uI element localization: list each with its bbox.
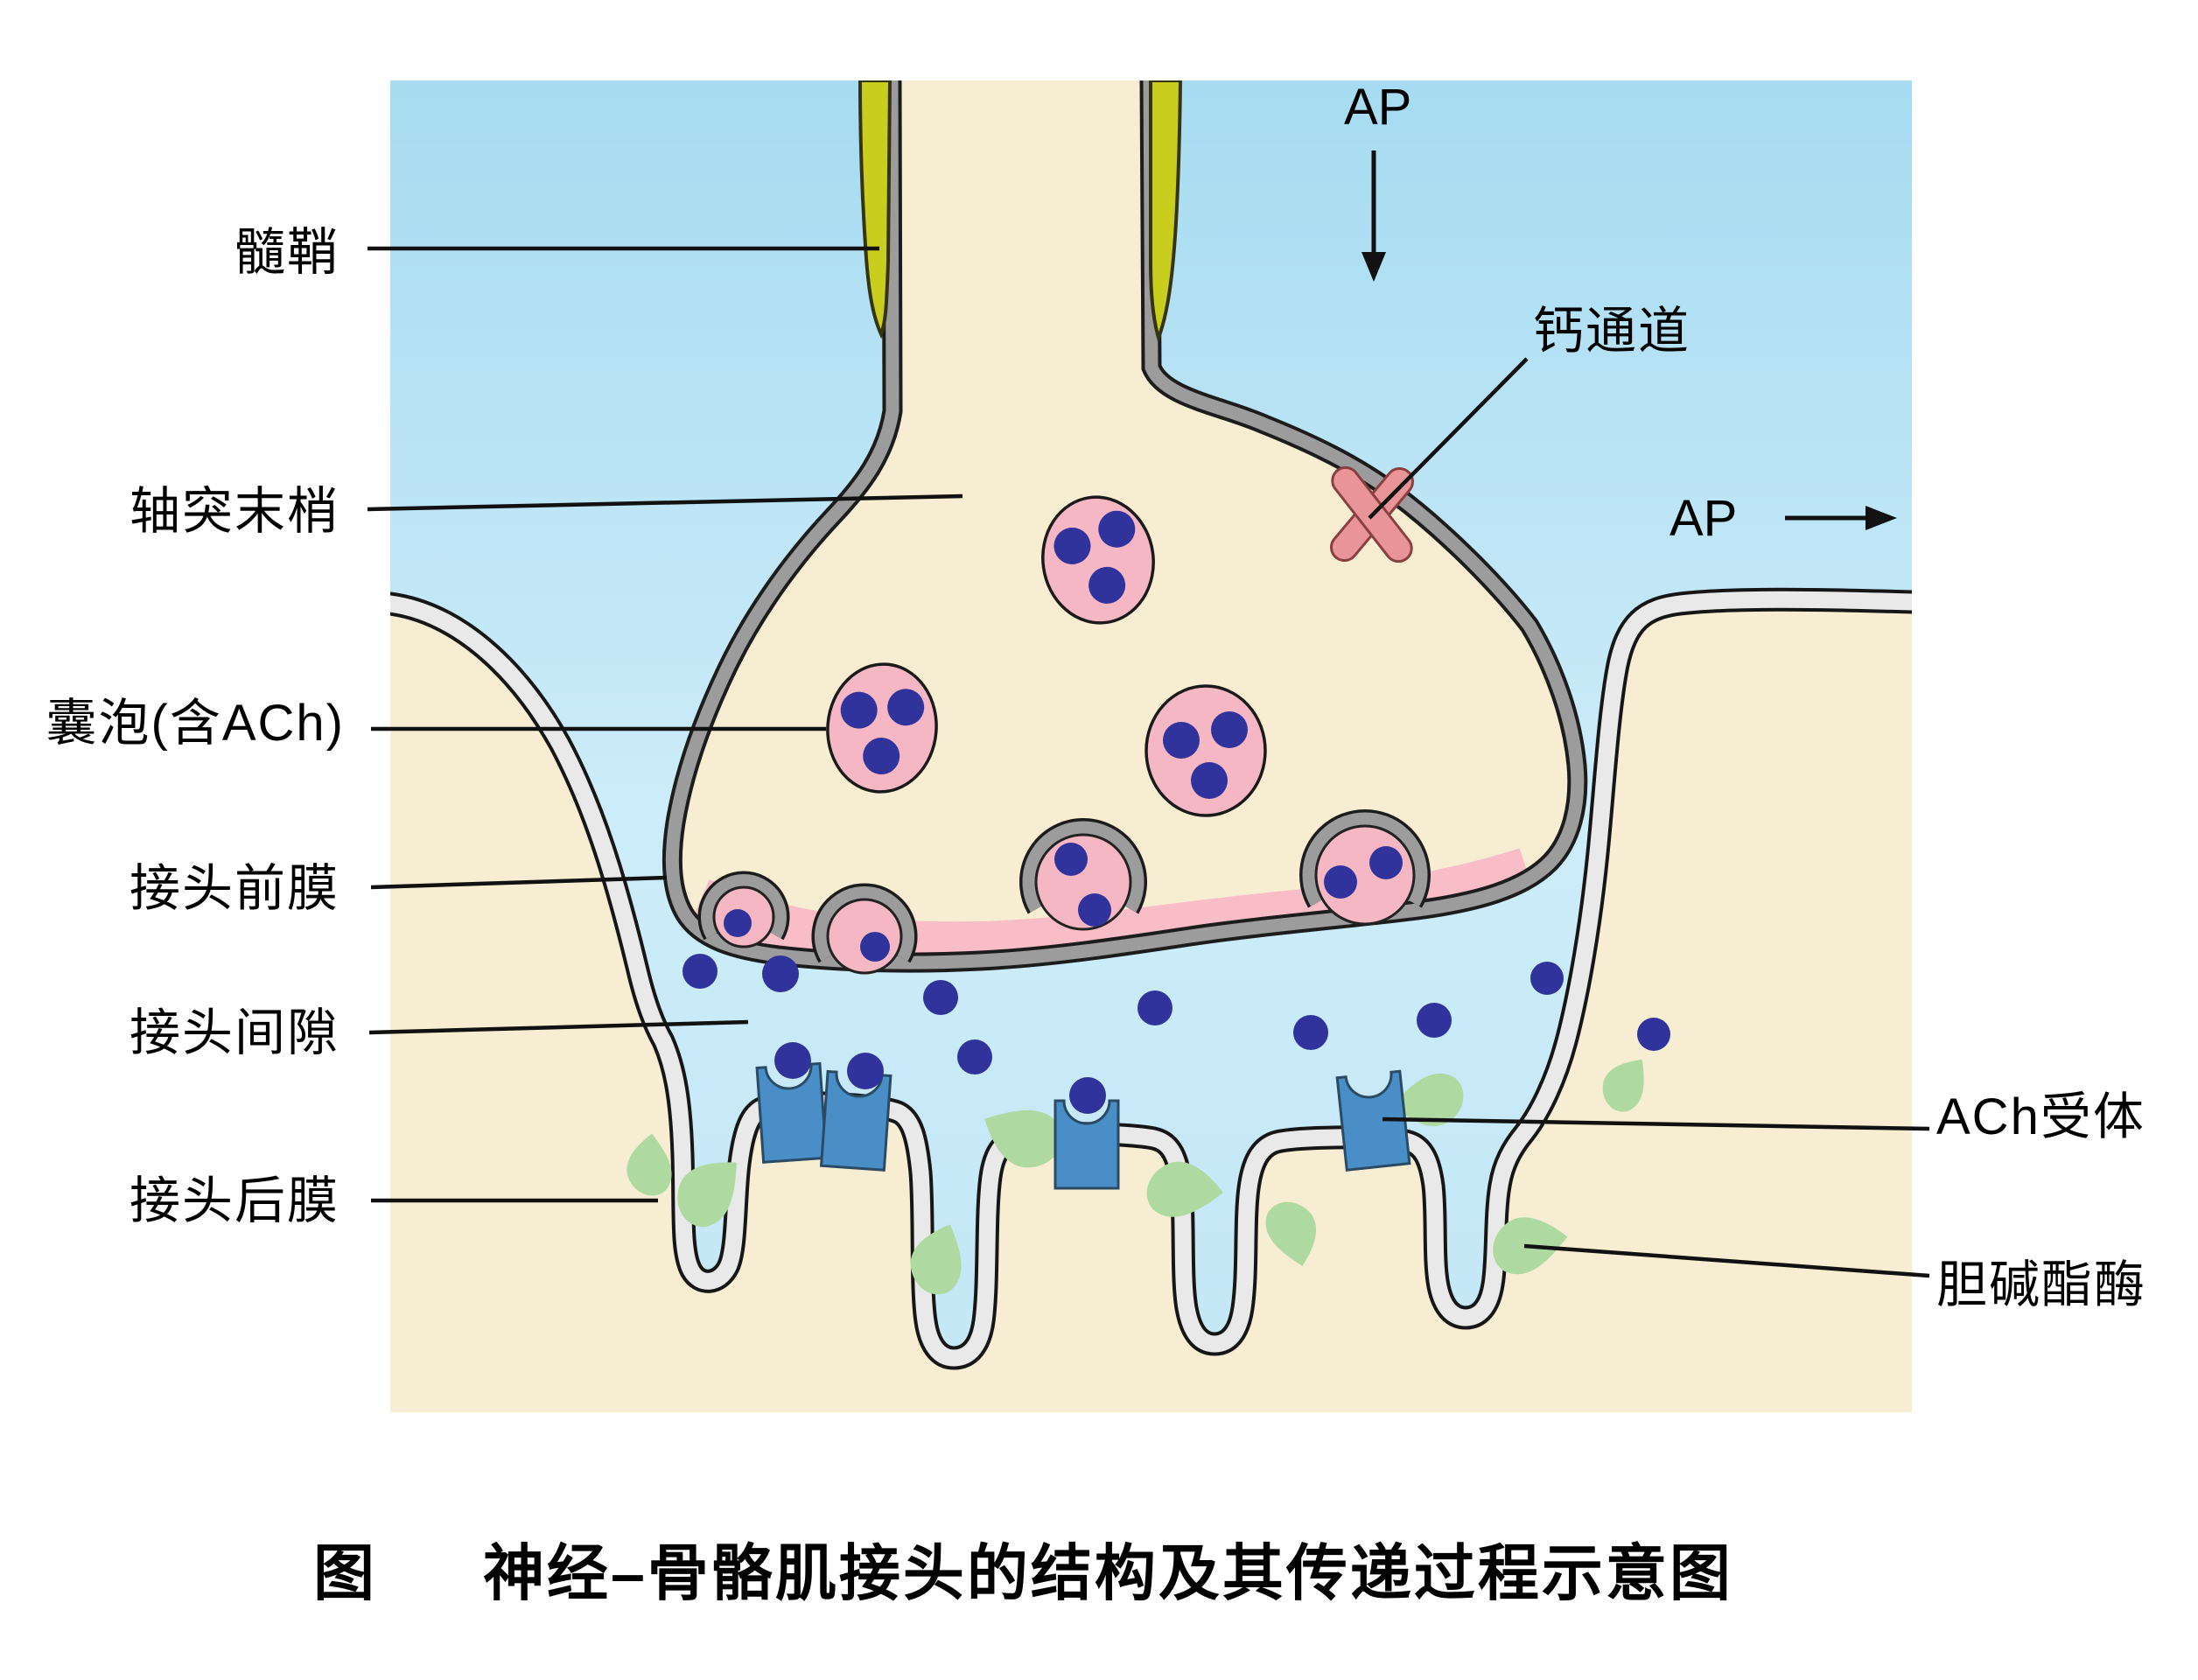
ach-dot xyxy=(923,980,958,1015)
myelin-sheath-left xyxy=(858,80,892,340)
docked-vesicles xyxy=(697,809,1431,975)
figure-caption: 图 神经–骨骼肌接头的结构及其传递过程示意图 xyxy=(313,1539,1733,1607)
ach-dot xyxy=(1138,990,1172,1026)
action-potential-arrows xyxy=(1362,150,1897,530)
ach-molecules xyxy=(682,954,1670,1074)
free-vesicles xyxy=(826,495,1267,817)
caption-text: 神经–骨骼肌接头的结构及其传递过程示意图 xyxy=(483,1539,1733,1607)
leader-cholinesterase xyxy=(1523,1243,1930,1278)
ach-dot xyxy=(682,954,718,989)
ach-receptor-channel xyxy=(755,1061,829,1164)
ach-dot xyxy=(762,956,799,992)
leader-calcium-channel xyxy=(1368,357,1529,520)
docked-vesicle xyxy=(811,883,918,975)
leader-axon-terminal xyxy=(367,494,963,512)
arrowhead-right-icon xyxy=(1866,506,1897,530)
docked-vesicle xyxy=(1019,818,1147,931)
docked-vesicle xyxy=(697,871,790,948)
muscle-body xyxy=(390,599,1912,1412)
ach-dot xyxy=(957,1040,992,1074)
label-calcium-channel: 钙通道 xyxy=(1533,303,1690,360)
synaptic-vesicle-labeled xyxy=(826,662,938,794)
ach-receptor-channel-labeled xyxy=(1335,1069,1411,1172)
myelin-sheath-right xyxy=(1149,80,1183,344)
ach-receptor-channel xyxy=(1054,1099,1120,1190)
label-ap-top: AP xyxy=(1344,79,1411,136)
ach-dot xyxy=(1637,1018,1670,1051)
label-layer: 髓鞘 轴突末梢 囊泡(含ACh) 接头前膜 接头间隙 接头后膜 钙通道 AP A… xyxy=(46,79,2146,1313)
synaptic-vesicle xyxy=(1041,495,1155,625)
label-synaptic-cleft: 接头间隙 xyxy=(130,1004,340,1061)
label-myelin: 髓鞘 xyxy=(234,224,340,281)
leader-synaptic-cleft xyxy=(368,1019,749,1035)
docked-vesicle xyxy=(1299,809,1431,926)
leader-lines xyxy=(367,246,1930,1278)
ach-molecule-in-receptor-cup xyxy=(1069,1077,1106,1114)
ach-receptors xyxy=(755,1042,1411,1190)
arrowhead-down-icon xyxy=(1362,252,1386,282)
label-vesicle-ach: 囊泡(含ACh) xyxy=(46,695,345,752)
ach-molecule-on-receptor xyxy=(774,1042,811,1079)
axon-terminal xyxy=(662,80,1588,975)
label-axon-terminal: 轴突末梢 xyxy=(130,483,340,540)
ach-dot xyxy=(1293,1015,1328,1050)
label-ap-right: AP xyxy=(1670,490,1737,547)
ach-dot xyxy=(1530,962,1564,995)
label-ach-receptor: ACh受体 xyxy=(1936,1088,2146,1145)
label-postsynaptic-membrane: 接头后膜 xyxy=(130,1172,340,1229)
label-presynaptic-membrane: 接头前膜 xyxy=(130,860,340,917)
leader-ach-receptor xyxy=(1382,1116,1930,1131)
synaptic-vesicle xyxy=(1144,684,1267,817)
ap-arrow-down xyxy=(1362,150,1386,282)
label-cholinesterase: 胆碱酯酶 xyxy=(1936,1256,2146,1313)
ach-dot xyxy=(1417,1003,1452,1038)
ap-arrow-right xyxy=(1785,506,1897,530)
leader-presynaptic-membrane xyxy=(370,875,668,890)
presynaptic-membrane-band xyxy=(665,80,1585,970)
caption-prefix: 图 xyxy=(313,1539,377,1607)
ach-molecule-on-receptor xyxy=(847,1053,884,1089)
